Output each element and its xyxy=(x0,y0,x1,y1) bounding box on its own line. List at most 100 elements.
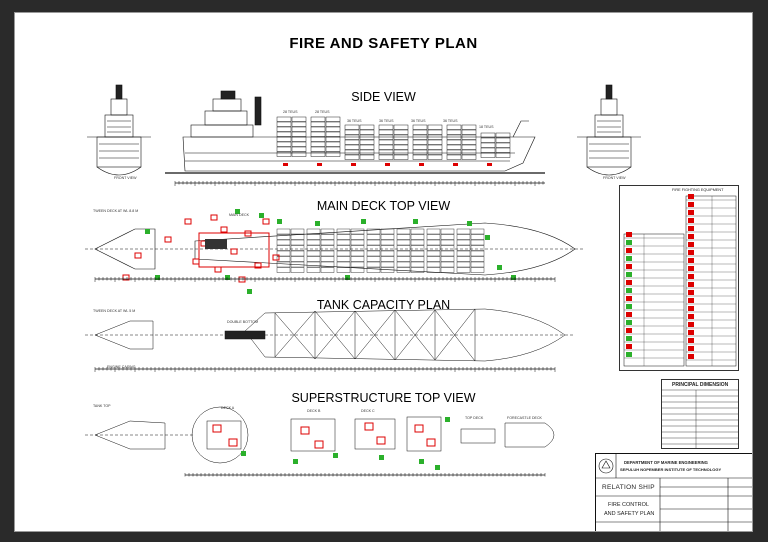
side-view-heading: SIDE VIEW xyxy=(351,90,416,104)
ship-name: RELATION SHIP xyxy=(602,484,655,491)
side-container xyxy=(427,154,443,160)
deck-container xyxy=(440,250,455,257)
main-deck-heading: MAIN DECK TOP VIEW xyxy=(316,199,451,213)
side-container xyxy=(393,124,409,130)
deck-container xyxy=(336,234,351,240)
side-red-marker xyxy=(487,163,492,166)
deck-container xyxy=(410,245,425,251)
legend-symbol xyxy=(626,280,632,285)
legend-symbol xyxy=(688,322,694,327)
safety-equipment-marker xyxy=(259,213,264,218)
safety-equipment-marker xyxy=(155,275,160,280)
deck-container xyxy=(276,267,291,273)
safety-equipment-marker xyxy=(361,219,366,224)
teu-label-6: 36 TEUS xyxy=(443,119,458,123)
safety-equipment-marker xyxy=(345,275,350,280)
superstructure-equipment-markers xyxy=(212,417,450,470)
deck-container xyxy=(290,245,305,251)
deck-container xyxy=(396,239,411,246)
institution-line-2: SEPULUH NOPEMBER INSTITUTE OF TECHNOLOGY xyxy=(620,467,722,472)
deck-container xyxy=(456,261,471,268)
legend-symbol xyxy=(626,336,632,341)
legend-symbol xyxy=(688,346,694,351)
side-container xyxy=(291,136,307,142)
forecastle-deck-label: FORECASTLE DECK xyxy=(507,416,542,420)
engine-casing-label: ENGINE CASING xyxy=(107,365,136,369)
side-container xyxy=(393,129,409,135)
legend-symbol xyxy=(688,242,694,247)
deck-container xyxy=(336,267,351,273)
deck-container xyxy=(276,250,291,257)
super-fire-marker xyxy=(212,424,222,433)
super-safety-marker xyxy=(293,459,298,464)
deck-container xyxy=(290,239,305,246)
deck-container xyxy=(426,245,441,251)
front-view-left xyxy=(87,84,151,176)
legend-symbol xyxy=(626,296,632,301)
deck-container xyxy=(456,245,471,251)
side-container xyxy=(480,142,496,148)
side-container xyxy=(291,126,307,132)
side-red-marker xyxy=(317,163,322,166)
deck-container xyxy=(426,228,441,235)
deck-container xyxy=(320,256,335,262)
legend-symbol xyxy=(688,210,694,215)
deck-container xyxy=(366,239,381,246)
side-container xyxy=(480,147,496,153)
legend-symbol xyxy=(688,202,694,207)
side-container xyxy=(427,144,443,150)
side-container xyxy=(495,152,511,158)
legend-symbol xyxy=(688,338,694,343)
side-container xyxy=(276,151,292,157)
deck-container xyxy=(456,239,471,246)
deck-container xyxy=(470,256,485,262)
side-container xyxy=(461,144,477,150)
legend-symbol xyxy=(688,330,694,335)
deck-container xyxy=(320,250,335,257)
side-container xyxy=(427,134,443,140)
super-safety-marker xyxy=(333,453,338,458)
engine-block xyxy=(205,239,227,249)
drawing-name-line-1: FIRE CONTROL xyxy=(608,502,649,508)
legend-symbol xyxy=(626,344,632,349)
side-container xyxy=(325,151,341,157)
side-container xyxy=(310,146,326,152)
deck-container xyxy=(366,261,381,268)
deck-container xyxy=(456,234,471,240)
legend-symbol xyxy=(688,194,694,199)
side-container xyxy=(276,121,292,127)
fire-equipment-marker xyxy=(262,218,270,225)
deck-container xyxy=(366,250,381,257)
side-container xyxy=(276,141,292,147)
deck-container xyxy=(380,234,395,240)
side-container xyxy=(276,126,292,132)
legend-grid xyxy=(623,194,737,367)
side-container xyxy=(461,124,477,130)
deck-b-label: DECK B xyxy=(307,409,321,413)
side-container xyxy=(412,139,428,145)
side-container xyxy=(325,141,341,147)
side-container xyxy=(427,139,443,145)
side-container xyxy=(446,149,462,155)
deck-container xyxy=(306,267,321,273)
superstructure-plans xyxy=(85,406,555,464)
legend-symbol xyxy=(688,250,694,255)
side-container xyxy=(359,134,375,140)
side-container xyxy=(393,149,409,155)
tween-deck-label-2: TWEEN DECK AT WL 5 M xyxy=(93,309,136,313)
safety-equipment-marker xyxy=(467,221,472,226)
side-container xyxy=(412,149,428,155)
side-container xyxy=(359,129,375,135)
safety-equipment-marker xyxy=(485,235,490,240)
fire-equipment-marker xyxy=(134,252,142,259)
deck-container xyxy=(276,228,291,235)
deck-container xyxy=(290,250,305,257)
main-deck-equipment-markers xyxy=(122,209,516,294)
side-container xyxy=(310,116,326,122)
side-container xyxy=(325,116,341,122)
teu-label-4: 36 TEUS xyxy=(379,119,394,123)
deck-a-label: DECK A xyxy=(221,406,235,410)
deck-container xyxy=(320,234,335,240)
legend-symbol xyxy=(626,312,632,317)
deck-container xyxy=(276,261,291,268)
